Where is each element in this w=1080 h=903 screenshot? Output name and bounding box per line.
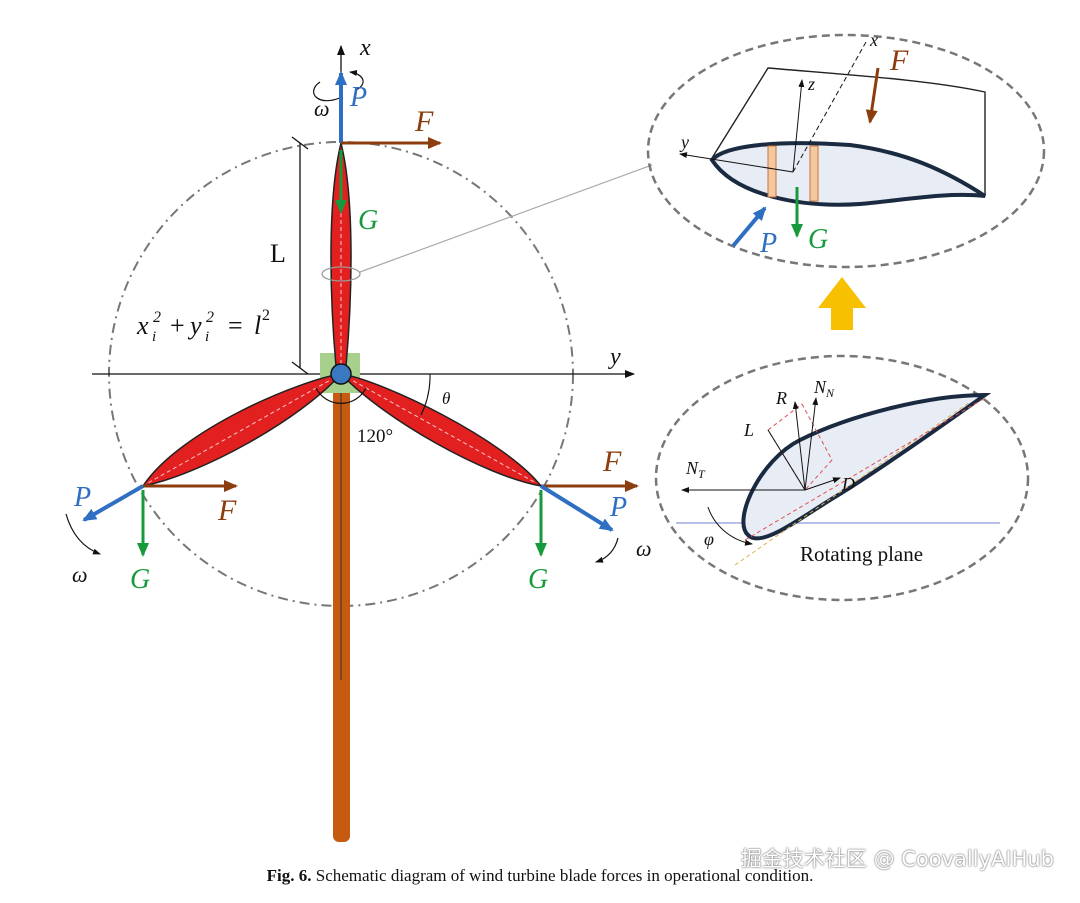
vector-d bbox=[804, 477, 841, 491]
label-nn: NN bbox=[813, 377, 835, 400]
omega-arrow-right bbox=[595, 537, 619, 563]
svg-text:P: P bbox=[73, 482, 91, 513]
vector-r bbox=[792, 401, 806, 491]
inset-axis-z: z bbox=[807, 74, 815, 94]
angle-arc-120 bbox=[315, 387, 367, 404]
inset-bottom-ellipse bbox=[654, 354, 1030, 602]
force-p-right bbox=[539, 484, 614, 532]
theta-label: θ bbox=[442, 389, 450, 408]
y-axis-label: y bbox=[608, 344, 621, 370]
blade-surface bbox=[711, 67, 986, 196]
section-marker bbox=[321, 266, 361, 282]
label-d: D bbox=[841, 474, 855, 494]
caption-text: Schematic diagram of wind turbine blade … bbox=[315, 866, 814, 885]
omega-label-top: ω bbox=[314, 96, 330, 121]
inset-force-p bbox=[731, 206, 767, 248]
airfoil-rotating bbox=[741, 392, 992, 541]
x-axis-label: x bbox=[359, 35, 371, 61]
rotating-plane-label: Rotating plane bbox=[800, 542, 923, 566]
svg-text:G: G bbox=[358, 205, 378, 236]
svg-text:x: x bbox=[136, 311, 149, 340]
svg-text:2: 2 bbox=[206, 309, 214, 326]
svg-text:i: i bbox=[205, 329, 209, 345]
spar-right bbox=[809, 145, 819, 202]
svg-text:G: G bbox=[528, 564, 548, 595]
inset-blade-section: x z y F G P bbox=[646, 30, 1046, 269]
omega-label-right: ω bbox=[636, 536, 652, 561]
svg-text:P: P bbox=[349, 82, 367, 113]
spar-left bbox=[767, 145, 777, 198]
svg-text:i: i bbox=[152, 329, 156, 345]
main-turbine: L x 2 i + y 2 i = l 2 120° θ x y ω P F bbox=[65, 35, 653, 842]
figure-caption: Fig. 6. Schematic diagram of wind turbin… bbox=[0, 866, 1080, 886]
svg-text:2: 2 bbox=[262, 307, 270, 324]
svg-text:G: G bbox=[130, 564, 150, 595]
inset-axis-y: y bbox=[679, 132, 689, 152]
inset-top-ellipse bbox=[646, 33, 1046, 269]
svg-text:l: l bbox=[254, 311, 261, 340]
inset-force-f bbox=[865, 67, 880, 124]
omega-label-left: ω bbox=[72, 562, 88, 587]
svg-text:F: F bbox=[602, 445, 622, 478]
label-l: L bbox=[743, 420, 754, 440]
theta-arc bbox=[420, 373, 431, 416]
vector-l bbox=[767, 429, 806, 491]
vector-nn bbox=[804, 397, 819, 491]
angle-label: 120° bbox=[357, 426, 393, 447]
svg-text:=: = bbox=[228, 311, 243, 340]
svg-text:y: y bbox=[187, 311, 202, 340]
leader-line bbox=[359, 164, 653, 273]
svg-text:P: P bbox=[609, 492, 627, 523]
omega-arrow-left bbox=[65, 513, 101, 555]
inset-axis-x: x bbox=[869, 30, 878, 50]
svg-text:F: F bbox=[414, 105, 434, 138]
svg-text:G: G bbox=[808, 224, 828, 255]
omega-arrow-top bbox=[313, 81, 343, 102]
caption-prefix: Fig. 6. bbox=[266, 866, 312, 885]
label-nt: NT bbox=[685, 458, 706, 481]
up-arrow bbox=[818, 277, 866, 330]
force-p-left bbox=[82, 484, 144, 522]
length-label: L bbox=[270, 239, 286, 268]
svg-text:+: + bbox=[170, 311, 185, 340]
watermark: 掘金技术社区 @ CoovallyAIHub bbox=[740, 847, 1054, 871]
svg-text:F: F bbox=[217, 494, 237, 527]
circle-equation: x 2 i + y 2 i = l 2 bbox=[136, 307, 270, 345]
svg-text:P: P bbox=[759, 228, 777, 259]
label-r: R bbox=[775, 388, 787, 408]
airfoil-section bbox=[709, 141, 987, 207]
label-phi: φ bbox=[704, 529, 714, 549]
svg-text:F: F bbox=[889, 44, 909, 77]
inset-rotating-plane: R NN L D NT φ Rotating plane bbox=[654, 354, 1030, 602]
phi-arc bbox=[707, 506, 753, 546]
svg-text:2: 2 bbox=[153, 309, 161, 326]
hub bbox=[330, 363, 352, 385]
